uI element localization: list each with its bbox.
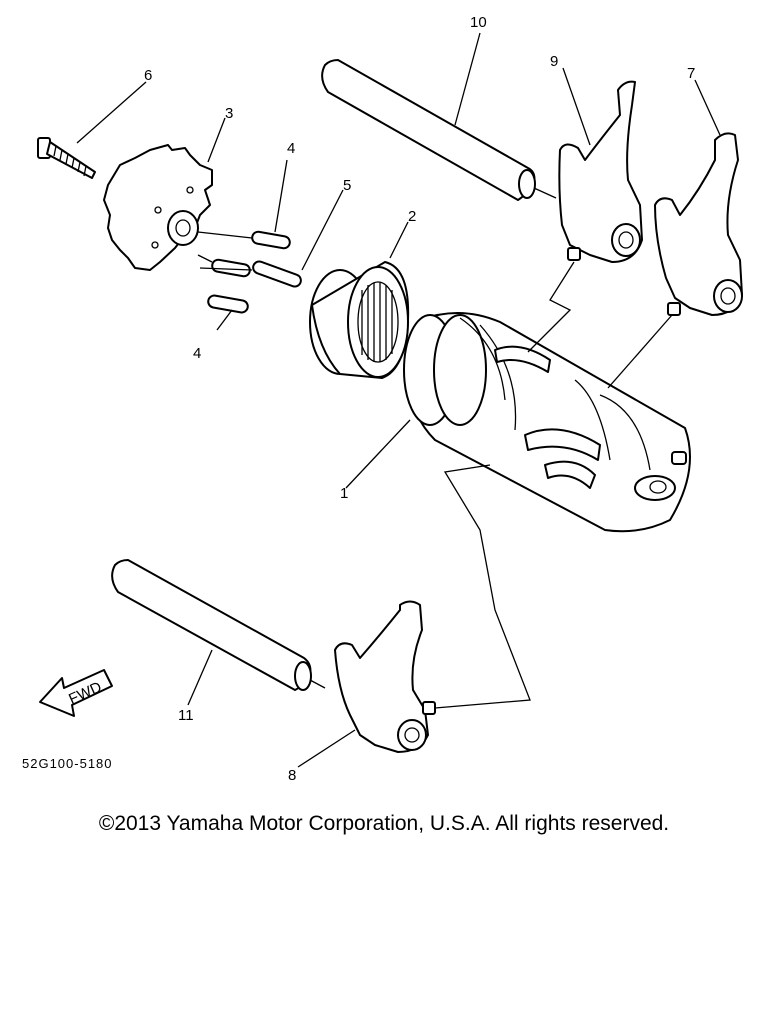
fwd-arrow-icon: FWD — [39, 669, 113, 717]
copyright-notice: ©2013 Yamaha Motor Corporation, U.S.A. A… — [98, 812, 670, 835]
label-part-1: 1 — [340, 485, 348, 502]
part-9-shift-fork — [558, 80, 643, 263]
label-part-2: 2 — [408, 208, 416, 225]
part-10-shift-shaft — [321, 59, 557, 201]
part-6-bolt — [37, 137, 96, 179]
label-part-5: 5 — [343, 177, 351, 194]
part-7-shift-fork — [654, 132, 743, 316]
label-part-7: 7 — [687, 65, 695, 82]
part-1-shift-cam — [403, 312, 691, 533]
label-part-3: 3 — [225, 105, 233, 122]
label-part-8: 8 — [288, 767, 296, 784]
guide-line-fork-9 — [527, 261, 575, 353]
part-4-pins — [197, 230, 302, 314]
guide-line-fork-7 — [607, 314, 673, 389]
shift-cam-exploded-diagram: FWD 1 2 3 4 4 5 6 7 8 9 10 11 52G100-518… — [22, 14, 743, 784]
label-part-9: 9 — [550, 53, 558, 70]
part-8-shift-fork — [334, 600, 436, 753]
label-part-6: 6 — [144, 67, 152, 84]
svg-text:FWD: FWD — [66, 679, 104, 708]
part-3-segment — [103, 144, 213, 271]
label-part-11: 11 — [178, 707, 194, 724]
label-part-4-bottom: 4 — [193, 345, 201, 362]
diagram-code: 52G100-5180 — [22, 756, 113, 771]
leader-lines — [76, 32, 721, 768]
label-part-4-top: 4 — [287, 140, 295, 157]
part-2-bearing — [309, 261, 410, 379]
guide-line-fork-8 — [434, 464, 531, 709]
part-11-shift-shaft — [111, 559, 326, 691]
label-part-10: 10 — [470, 14, 487, 31]
